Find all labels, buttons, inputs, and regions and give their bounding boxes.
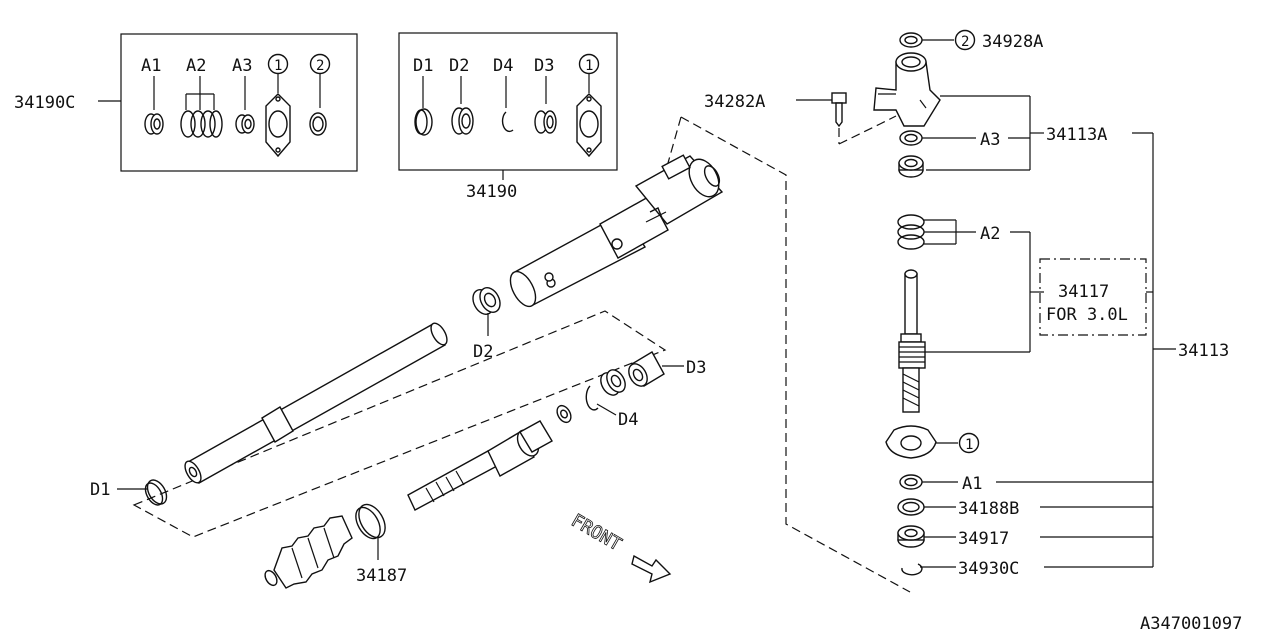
seal-a1: A1 (899, 474, 1153, 494)
label-gasket-ref: 1 (965, 437, 973, 453)
label-bolt: 34282A (704, 92, 765, 112)
ring-d1: D1 (90, 479, 168, 506)
kit-item-d2: D2 (449, 56, 469, 76)
label-housing: 34113A (1046, 125, 1107, 145)
kit-label-34190c: 34190C (14, 93, 75, 113)
kit-item-a3: A3 (232, 56, 252, 76)
label-a2: A2 (980, 224, 1000, 244)
circle-ref-2 (309, 53, 331, 75)
rings-a2: A2 (897, 214, 1031, 352)
snap-ring-34930c: 34930C (901, 559, 1153, 579)
washer-34917: 34917 (897, 525, 1153, 549)
rack-bushing-d2: D2 (472, 287, 501, 362)
label-seal: 34188B (958, 499, 1019, 519)
label-cap-ref: 2 (961, 34, 969, 50)
label-cap: 34928A (982, 32, 1043, 52)
kit-item-ref1: 1 (274, 58, 282, 74)
front-arrow-icon (631, 554, 672, 584)
pinion-housing: 34113A (873, 52, 1107, 171)
tie-rod (407, 404, 572, 511)
kit-item-ref1b: 1 (585, 58, 593, 74)
rack-shaft (184, 322, 448, 484)
kit-box-34190: 34190 D1 D2 D4 D3 1 (398, 32, 618, 202)
label-d1: D1 (90, 480, 110, 500)
cap-34928a: 2 34928A (899, 29, 1043, 52)
label-d3: D3 (686, 358, 706, 378)
kit-item-d3: D3 (534, 56, 554, 76)
pinion-shaft (898, 269, 1044, 413)
kit-item-d1: D1 (413, 56, 433, 76)
kit-label-34190: 34190 (466, 182, 517, 202)
bushing-d3-d4: D4 D3 (585, 351, 706, 430)
label-a1: A1 (962, 474, 982, 494)
label-d2: D2 (473, 342, 493, 362)
pinion-variant-box: 34117 FOR 3.0L (1039, 258, 1147, 336)
circle-ref-1 (267, 53, 289, 75)
label-assembly: 34113 (1178, 341, 1229, 361)
gasket-1: 1 (885, 425, 980, 459)
drawing-id: A347001097 (1140, 614, 1242, 634)
label-pinion-note: FOR 3.0L (1046, 305, 1128, 325)
part-gasket-1 (265, 93, 291, 158)
boot-34187: 34187 (264, 503, 407, 589)
label-pinion: 34117 (1058, 282, 1109, 302)
front-indicator: FRONT (567, 510, 672, 584)
kit-item-a1: A1 (141, 56, 161, 76)
part-a2-rings (180, 110, 196, 138)
label-washer: 34917 (958, 529, 1009, 549)
kit-item-d4: D4 (493, 56, 513, 76)
part-d1-ring (415, 108, 433, 136)
label-boot: 34187 (356, 566, 407, 586)
kit-item-a2: A2 (186, 56, 206, 76)
label-d4: D4 (618, 410, 638, 430)
dashed-guide-right (680, 116, 911, 593)
part-gasket-1b (576, 93, 602, 158)
seal-a3: A3 (898, 130, 1030, 178)
tie-rod-washer (556, 404, 572, 424)
dashed-guide-lower (132, 310, 667, 538)
assembly-bracket: 34113 (1132, 132, 1229, 567)
front-label: FRONT (568, 510, 626, 555)
bolt-34282a: 34282A (704, 92, 897, 145)
part-d4-clip (501, 111, 514, 133)
label-a3: A3 (980, 130, 1000, 150)
rack-housing (509, 154, 724, 308)
label-snap-ring: 34930C (958, 559, 1019, 579)
kit-box-34190c: 34190C A1 A2 A3 1 2 (14, 33, 358, 172)
seal-34188b: 34188B (897, 498, 1153, 519)
kit-item-ref2: 2 (316, 58, 324, 74)
